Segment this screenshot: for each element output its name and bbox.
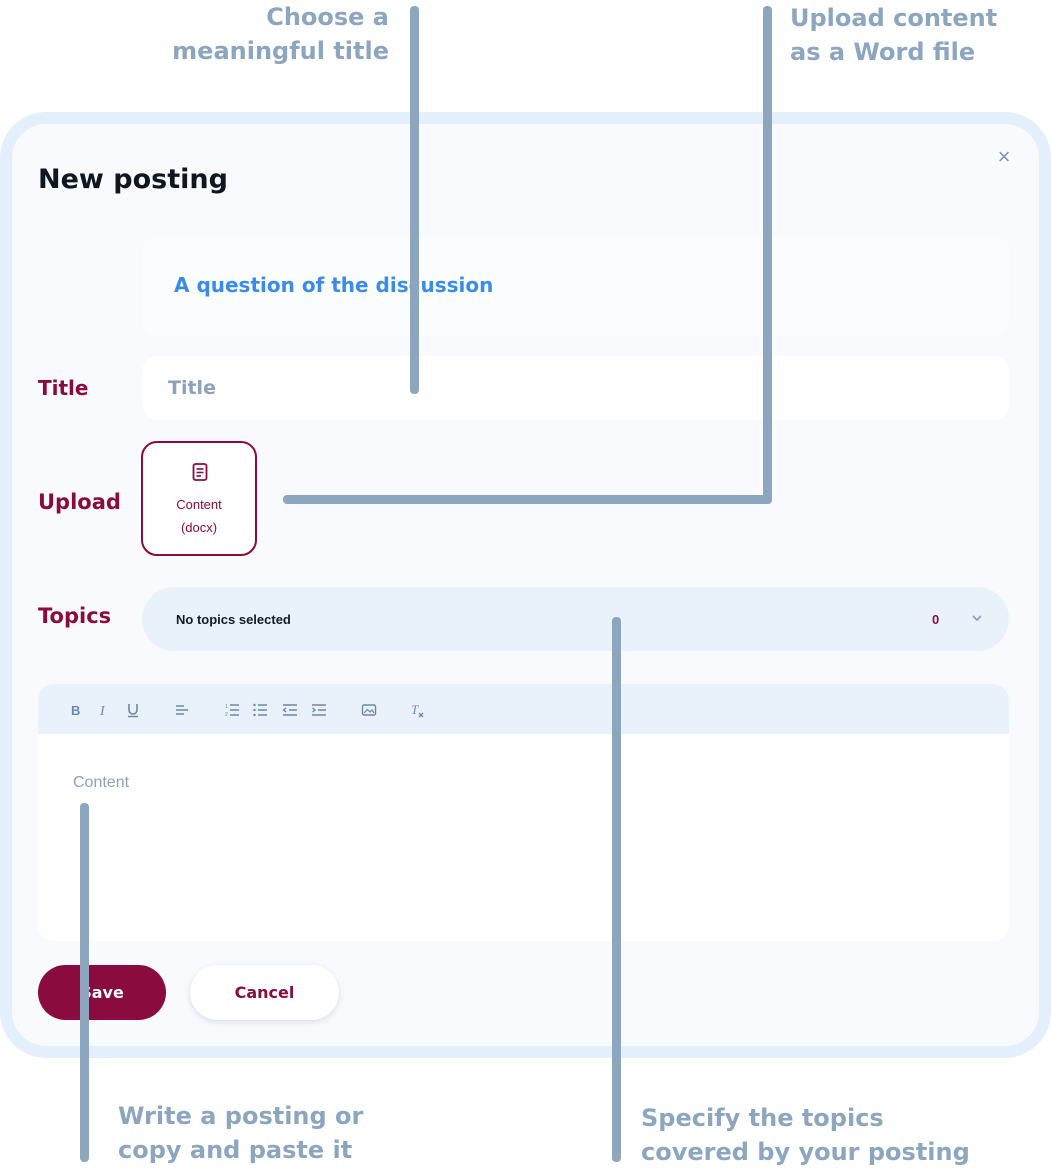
content-hint-connector bbox=[80, 803, 89, 1162]
bullet-list-icon[interactable] bbox=[251, 701, 269, 719]
title-hint-connector bbox=[410, 6, 419, 394]
align-left-icon[interactable] bbox=[173, 701, 191, 719]
svg-text:I: I bbox=[99, 704, 106, 718]
topics-count: 0 bbox=[932, 612, 940, 627]
discussion-question: A question of the discussion bbox=[174, 273, 494, 297]
italic-icon[interactable]: I bbox=[95, 701, 113, 719]
svg-text:2: 2 bbox=[225, 712, 228, 718]
upload-hint-connector-vertical bbox=[763, 6, 772, 504]
annotation-topics-hint: Specify the topics covered by your posti… bbox=[641, 1104, 970, 1166]
save-button[interactable]: Save bbox=[38, 965, 166, 1020]
topics-dropdown[interactable]: No topics selected 0 bbox=[142, 587, 1009, 651]
title-label: Title bbox=[38, 376, 89, 400]
topics-selected-value: No topics selected bbox=[176, 612, 291, 627]
upload-button-label: Content bbox=[176, 497, 222, 512]
outdent-icon[interactable] bbox=[281, 701, 299, 719]
underline-icon[interactable] bbox=[124, 701, 142, 719]
upload-label: Upload bbox=[38, 490, 121, 514]
document-icon bbox=[192, 463, 208, 481]
upload-hint-connector-horizontal bbox=[283, 495, 772, 504]
dialog-title: New posting bbox=[38, 164, 228, 195]
topics-label: Topics bbox=[38, 604, 112, 628]
cancel-button[interactable]: Cancel bbox=[190, 965, 339, 1020]
image-icon[interactable] bbox=[360, 701, 378, 719]
upload-content-button[interactable]: Content (docx) bbox=[141, 441, 257, 556]
upload-button-format: (docx) bbox=[180, 520, 218, 535]
topics-hint-connector bbox=[612, 617, 621, 1162]
annotation-upload-hint: Upload content as a Word file bbox=[790, 4, 998, 66]
svg-text:B: B bbox=[71, 703, 80, 718]
bold-icon[interactable]: B bbox=[67, 701, 85, 719]
content-editor[interactable]: Content bbox=[38, 734, 1009, 941]
title-input[interactable] bbox=[142, 356, 1009, 420]
chevron-down-icon bbox=[972, 615, 982, 621]
question-panel bbox=[142, 237, 1009, 337]
content-placeholder: Content bbox=[73, 774, 130, 791]
svg-text:T: T bbox=[411, 702, 419, 717]
clear-format-icon[interactable]: T bbox=[408, 701, 426, 719]
svg-text:1: 1 bbox=[225, 704, 228, 710]
close-icon[interactable]: × bbox=[997, 144, 1011, 169]
indent-icon[interactable] bbox=[310, 701, 328, 719]
annotation-content-hint: Write a posting or copy and paste it bbox=[118, 1102, 364, 1164]
annotation-title-hint: Choose a meaningful title bbox=[172, 3, 389, 65]
